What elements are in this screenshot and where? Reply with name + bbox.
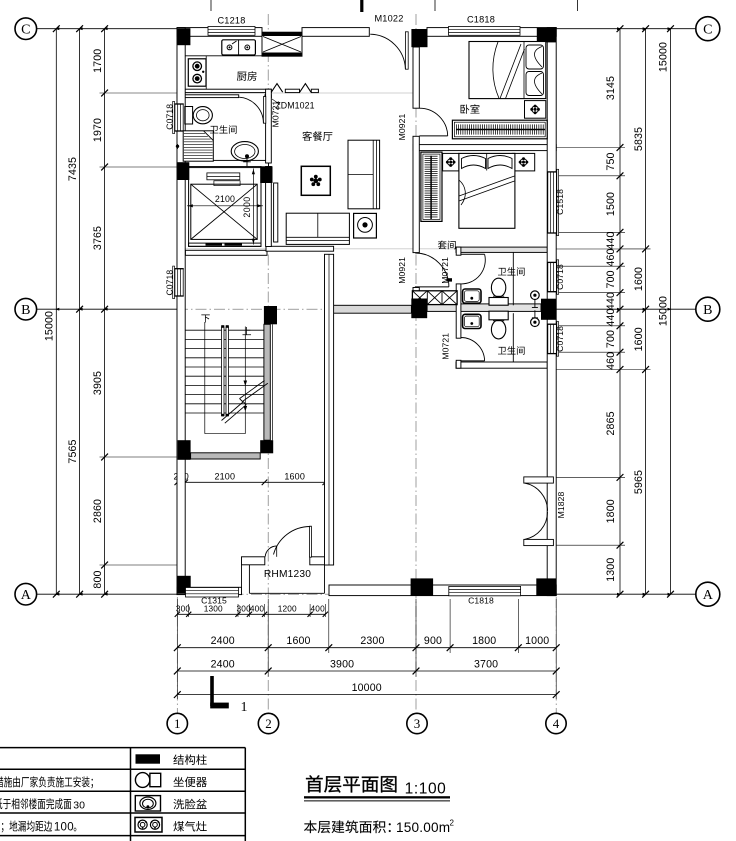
svg-text:100: 100 [54, 822, 74, 834]
svg-text:1000: 1000 [525, 635, 549, 647]
svg-text:C: C [21, 23, 30, 38]
svg-text:15000: 15000 [44, 311, 56, 341]
svg-text:400: 400 [250, 604, 265, 614]
svg-text:15000: 15000 [658, 42, 670, 72]
svg-text:M0921: M0921 [397, 113, 407, 140]
svg-text:C1818: C1818 [468, 596, 494, 606]
svg-text:750: 750 [605, 152, 617, 170]
svg-text:1600: 1600 [284, 471, 305, 481]
svg-text:3: 3 [414, 716, 421, 731]
svg-text:2865: 2865 [605, 411, 617, 435]
svg-text:1: 1 [241, 700, 248, 715]
svg-text:2: 2 [265, 716, 272, 731]
svg-text:3905: 3905 [92, 371, 104, 395]
svg-text:1600: 1600 [633, 327, 645, 351]
svg-text:M0721: M0721 [440, 333, 450, 360]
svg-text:B: B [703, 303, 712, 318]
svg-text:M0721: M0721 [270, 100, 280, 127]
svg-text:3145: 3145 [605, 76, 617, 100]
svg-text:C0718: C0718 [555, 326, 565, 352]
svg-text:1970: 1970 [92, 118, 104, 142]
svg-text:7565: 7565 [67, 439, 79, 463]
svg-text:5835: 5835 [633, 127, 645, 151]
svg-text:700: 700 [605, 270, 617, 288]
svg-text:800: 800 [92, 570, 104, 588]
svg-text:400: 400 [311, 604, 326, 614]
svg-text:C0718: C0718 [165, 270, 175, 296]
svg-text:4: 4 [553, 716, 560, 731]
svg-text:3900: 3900 [330, 659, 354, 671]
svg-text:M0721: M0721 [440, 257, 450, 284]
svg-text:1300: 1300 [605, 558, 617, 582]
svg-text:3700: 3700 [474, 659, 498, 671]
svg-text:1300: 1300 [204, 604, 223, 614]
svg-text:C1315: C1315 [201, 596, 227, 606]
svg-text:15000: 15000 [658, 296, 670, 326]
svg-text:2860: 2860 [92, 499, 104, 523]
svg-text:7435: 7435 [67, 157, 79, 181]
svg-text:1700: 1700 [92, 49, 104, 73]
svg-text:900: 900 [424, 635, 442, 647]
svg-text:10000: 10000 [352, 682, 382, 694]
svg-text:C: C [703, 23, 712, 38]
svg-text:C0718: C0718 [165, 104, 175, 130]
svg-text:1500: 1500 [605, 192, 617, 216]
svg-text:150.00m: 150.00m [396, 820, 450, 835]
svg-text:M1022: M1022 [374, 14, 403, 24]
svg-text:C1218: C1218 [217, 16, 245, 26]
svg-text:700: 700 [605, 330, 617, 348]
svg-text:C1518: C1518 [555, 189, 565, 215]
svg-text:2100: 2100 [214, 471, 235, 481]
svg-text:1: 1 [174, 716, 181, 731]
svg-text:440: 440 [605, 292, 617, 310]
svg-text:C0718: C0718 [555, 264, 565, 290]
svg-text:ZDM1021: ZDM1021 [275, 101, 314, 111]
svg-text:5965: 5965 [633, 470, 645, 494]
svg-text:1600: 1600 [633, 267, 645, 291]
svg-text:1800: 1800 [605, 499, 617, 523]
svg-text:2400: 2400 [211, 659, 235, 671]
svg-text:2000: 2000 [242, 196, 252, 217]
svg-text:C1818: C1818 [467, 15, 495, 25]
svg-text:RHM1230: RHM1230 [264, 569, 311, 580]
svg-text:A: A [703, 588, 714, 603]
svg-text:2: 2 [450, 819, 455, 828]
svg-text:3765: 3765 [92, 226, 104, 250]
svg-text:1200: 1200 [278, 604, 297, 614]
svg-text:1600: 1600 [286, 635, 310, 647]
svg-text:B: B [21, 303, 30, 318]
svg-text:300: 300 [237, 604, 252, 614]
svg-text:1:100: 1:100 [405, 781, 447, 798]
svg-text:M0921: M0921 [397, 257, 407, 284]
svg-text:460: 460 [605, 352, 617, 370]
svg-text:M1828: M1828 [556, 491, 566, 518]
svg-text:440: 440 [605, 308, 617, 326]
svg-text:A: A [21, 588, 32, 603]
svg-text:460: 460 [605, 248, 617, 266]
svg-text:1800: 1800 [472, 635, 496, 647]
svg-text:30: 30 [73, 799, 85, 811]
svg-text:2300: 2300 [360, 635, 384, 647]
svg-text:440: 440 [605, 231, 617, 249]
svg-text:2100: 2100 [215, 194, 235, 204]
svg-text:300: 300 [176, 604, 191, 614]
svg-text:2400: 2400 [211, 635, 235, 647]
